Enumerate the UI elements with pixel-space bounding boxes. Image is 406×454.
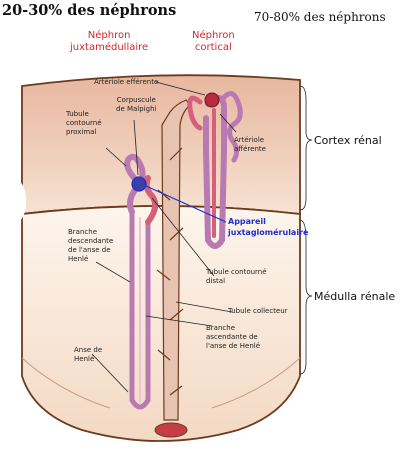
anse-line2: Henlé	[74, 355, 95, 363]
appareil-pointer	[145, 185, 227, 223]
left-margin-blob	[0, 176, 27, 232]
branche-desc-line1: Branche	[68, 228, 97, 236]
tubule-proximal-line1: Tubule	[66, 110, 89, 118]
tubule-distal-line2: distal	[206, 277, 226, 285]
cortical-proximal-coil	[219, 91, 243, 163]
label-arteriole-efferente: Artériole efférente	[94, 78, 159, 86]
label-anse-de-henle: Anse de Henlé	[74, 346, 102, 364]
papilla-opening	[154, 422, 188, 438]
label-tubule-distal: Tubule contourné distal	[206, 268, 267, 286]
juxtamedullary-nephron-title: Néphron juxtamédullaire	[70, 30, 148, 54]
tubule-proximal-line2: contourné	[66, 119, 102, 127]
appareil-line1: Appareil	[228, 217, 266, 226]
cortical-title-line2: cortical	[194, 42, 232, 53]
arteriole-afferente-line1: Artériole	[234, 136, 265, 144]
label-arteriole-afferente: Artériole afférente	[234, 136, 266, 154]
arteriole-afferente-line2: afférente	[234, 145, 266, 153]
tubule-distal-line1: Tubule contourné	[206, 268, 267, 276]
branche-asc-line2: ascendante de	[206, 333, 258, 341]
anse-line1: Anse de	[74, 346, 103, 354]
juxta-descending-limb	[129, 209, 151, 410]
leader-lines	[91, 81, 313, 393]
branche-desc-line2: descendante	[68, 237, 114, 245]
label-appareil-juxtaglomerulaire: Appareil juxtaglomérulaire	[228, 216, 308, 238]
label-tubule-collecteur: Tubule collecteur	[228, 307, 288, 315]
cortical-title-line1: Néphron	[192, 30, 235, 41]
branche-desc-line4: Henlé	[68, 255, 89, 263]
branche-desc-line3: de l'anse de	[68, 246, 111, 254]
right-percentage-title: 70-80% des néphrons	[254, 10, 386, 24]
label-branche-descendante: Branche descendante de l'anse de Henlé	[68, 228, 113, 264]
juxta-title-line2: juxtamédullaire	[70, 42, 149, 53]
label-branche-ascendante: Branche ascendante de l'anse de Henlé	[206, 324, 260, 351]
label-medulla-renale: Médulla rénale	[314, 290, 396, 303]
juxta-distal-coil	[143, 175, 159, 225]
juxta-glomerulus	[131, 176, 147, 192]
cortical-nephron-title: Néphron cortical	[192, 30, 235, 54]
left-percentage-title: 20-30% des néphrons	[2, 2, 177, 19]
juxta-title-line1: Néphron	[87, 30, 131, 41]
label-tubule-proximal: Tubule contourné proximal	[66, 110, 102, 137]
branche-asc-line1: Branche	[206, 324, 235, 332]
label-corpuscule: Corpuscule de Malpighi	[116, 96, 156, 114]
inner-ridge-right	[211, 357, 301, 409]
collecting-duct-branches	[156, 147, 184, 396]
tubule-proximal-line3: proximal	[66, 128, 97, 136]
label-cortex-renal: Cortex rénal	[314, 134, 382, 147]
branche-asc-line3: l'anse de Henlé	[206, 342, 261, 350]
inner-ridge	[21, 357, 111, 409]
appareil-line2: juxtaglomérulaire	[228, 228, 309, 237]
corpuscule-line1: Corpuscule	[116, 96, 156, 104]
cortical-distal-coil	[187, 95, 203, 131]
corpuscule-line2: de Malpighi	[116, 105, 157, 113]
cortical-glomerulus	[204, 92, 220, 108]
